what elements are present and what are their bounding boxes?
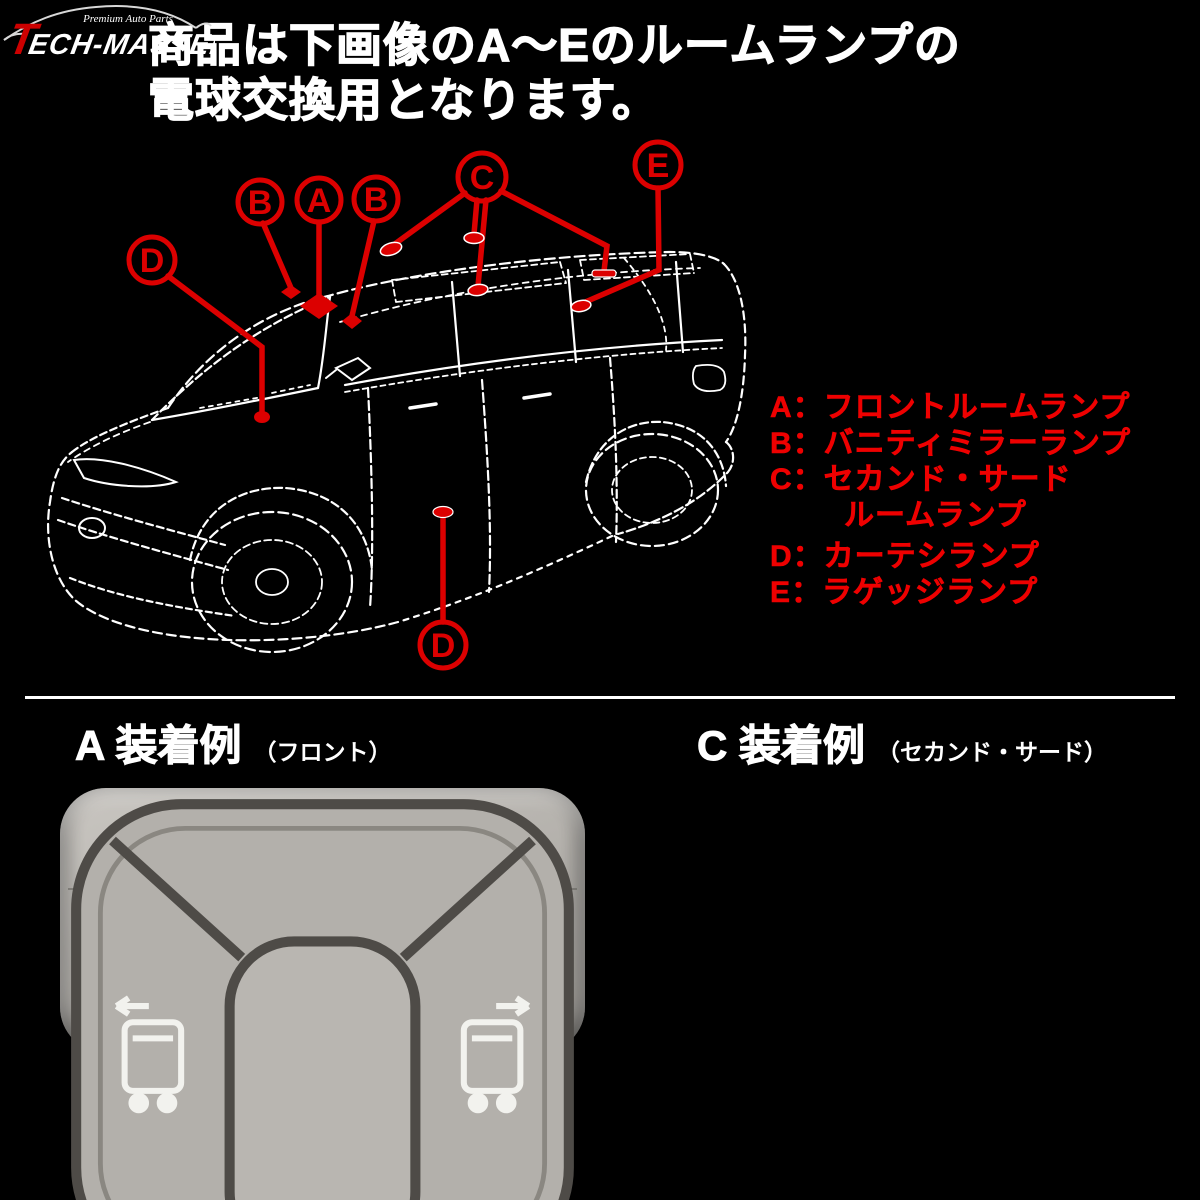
marker-e (570, 299, 592, 313)
callout-letter-e: E (647, 147, 670, 185)
logo-rest: ECH-MASTER (26, 29, 215, 61)
callout-circle-c (455, 150, 509, 204)
section-a-subtitle: （フロント） (253, 739, 392, 765)
callout-line-b2 (349, 218, 377, 319)
section-header-c: C 装着例 （セカンド・サード） (696, 712, 1108, 773)
legend-row-e: E：ラゲッジランプ (770, 576, 1039, 610)
marker-a (300, 293, 338, 319)
product-number: 商品番号：RZ252 (0, 6, 129, 23)
marker-d2 (432, 505, 454, 519)
callout-line-c2 (471, 197, 480, 237)
tech-master-logo: Premium Auto Parts TECH-MASTER (3, 5, 215, 62)
front-room-lamp-photo: DOOR OFF ON (60, 788, 585, 1200)
door-switch-cluster (71, 799, 574, 1200)
callout-line-c4 (498, 188, 610, 274)
callout-letter-d2: D (431, 627, 456, 665)
callout-line-b1 (260, 220, 294, 291)
car-sketch (47, 250, 747, 654)
legend-row-b: B：バニティミラーランプ (770, 427, 1131, 461)
callout-circles: B A B C E D D (126, 139, 684, 671)
section-c-title: C 装着例 (696, 722, 866, 770)
door-open-icon-left (114, 995, 185, 1114)
callout-letter-d1: D (140, 242, 165, 280)
marker-c2 (463, 231, 485, 245)
callout-letter-c: C (470, 159, 495, 197)
page-title: 商品は下画像のA〜Eのルームランプの 電球交換用となります。 (147, 18, 961, 128)
legend-row-d: D：カーテシランプ (770, 540, 1040, 574)
callout-circle-d1 (126, 234, 178, 286)
lamp-location-markers (254, 231, 617, 519)
page-title-line2: 電球交換用となります。 (147, 73, 660, 126)
marker-c3 (467, 283, 489, 297)
marker-c4 (591, 269, 617, 278)
legend-row-a: A：フロントルームランプ (770, 391, 1131, 425)
section-divider (25, 696, 1175, 699)
section-c-subtitle: （セカンド・サード） (877, 739, 1108, 765)
callout-lines (165, 185, 662, 625)
logo-wordmark: TECH-MASTER (5, 15, 215, 62)
callout-line-c1 (389, 190, 468, 249)
callout-letter-b1: B (248, 184, 273, 222)
callout-line-d1 (165, 273, 265, 416)
lamp-legend: A：フロントルームランプ B：バニティミラーランプ C：セカンド・サード ルーム… (770, 390, 1131, 611)
marker-b1 (281, 285, 301, 299)
page-title-line1: 商品は下画像のA〜Eのルームランプの (147, 18, 961, 71)
callout-line-e (580, 185, 662, 306)
marker-d1 (254, 411, 270, 423)
door-open-icon-right (460, 995, 531, 1114)
marker-b2 (342, 313, 362, 329)
svg-text:TECH-MASTER: TECH-MASTER (5, 15, 215, 62)
callout-circle-e (632, 139, 684, 191)
callout-line-c3 (475, 197, 489, 289)
logo-tagline: Premium Auto Parts (82, 13, 173, 25)
section-header-a: A 装着例 （フロント） (74, 712, 392, 773)
car-silhouette-icon (3, 5, 212, 41)
callout-circle-b1 (235, 177, 285, 227)
callout-letter-b2: B (364, 181, 389, 219)
feature-banner: 可能な限りLEDを配置しました (0, 0, 223, 24)
legend-row-c2: ルームランプ (844, 499, 1027, 533)
marker-c1 (379, 241, 403, 257)
callout-letter-a: A (307, 182, 332, 220)
callout-circle-a (294, 175, 344, 225)
feature-banner-text: 可能な限りLEDを配置しました (0, 6, 224, 23)
section-a-title: A 装着例 (74, 722, 242, 770)
callout-circle-b2 (351, 174, 401, 224)
legend-row-c: C：セカンド・サード (770, 463, 1072, 497)
callout-circle-d2 (417, 619, 469, 671)
car-lamp-location-diagram: B A B C E D D (47, 139, 747, 671)
